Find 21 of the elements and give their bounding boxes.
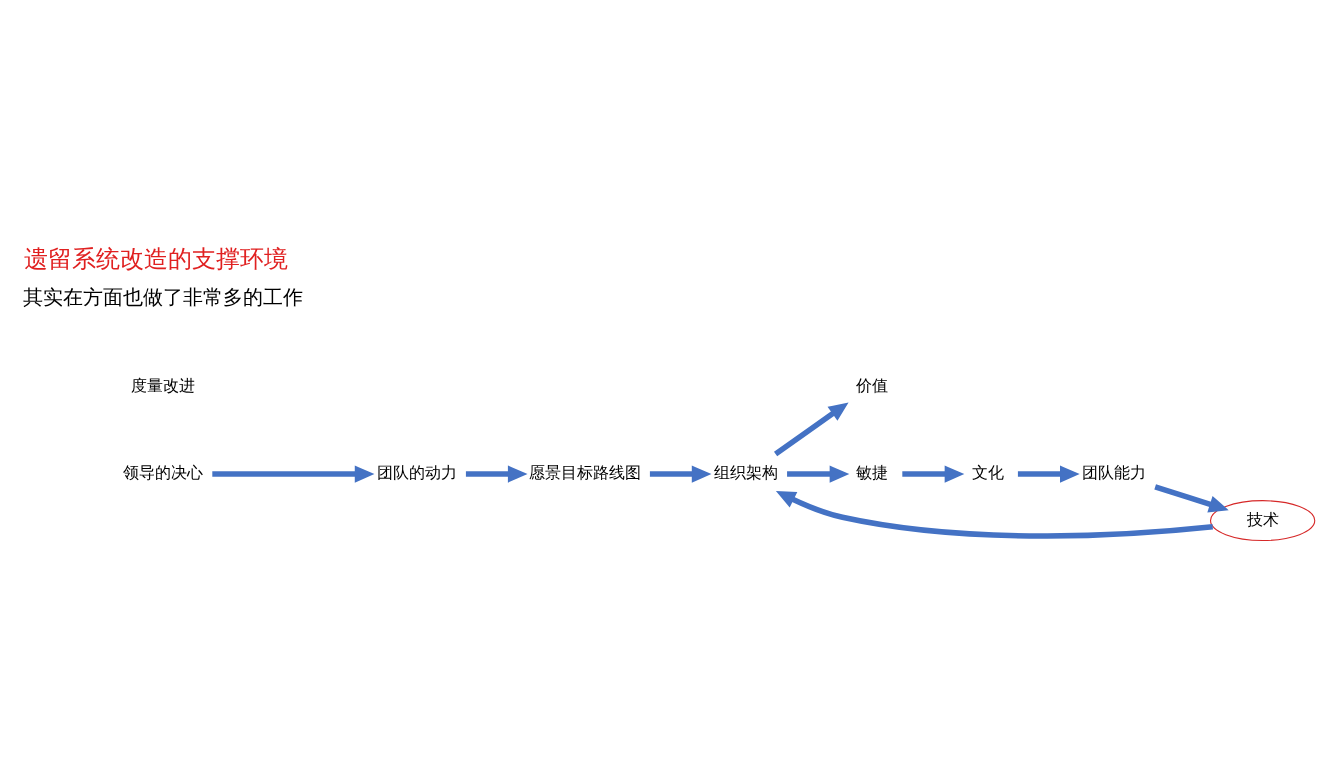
arrow (1154, 483, 1229, 512)
arrow (774, 401, 849, 456)
node-ellipse: 技术 (1209, 499, 1316, 541)
node-text: 团队的动力 (376, 463, 457, 482)
label: 度量改进 (131, 376, 196, 395)
node-text: 敏捷 (856, 463, 889, 482)
arrow (775, 490, 1213, 539)
arrow (649, 464, 712, 483)
arrow (465, 464, 528, 483)
node-text: 价值 (856, 376, 889, 395)
node-text: 文化 (971, 463, 1004, 482)
arrow (1017, 464, 1080, 483)
node-text: 团队能力 (1082, 463, 1147, 482)
node-text: 愿景目标路线图 (529, 463, 642, 482)
diagram-title: 遗留系统改造的支撑环境 (24, 243, 289, 273)
arrow (787, 464, 850, 483)
node-text: 领导的决心 (123, 463, 204, 482)
arrow (902, 464, 965, 483)
node-text: 组织架构 (713, 463, 778, 482)
label: 其实在方面也做了非常多的工作 (23, 284, 304, 309)
arrow (212, 464, 375, 483)
